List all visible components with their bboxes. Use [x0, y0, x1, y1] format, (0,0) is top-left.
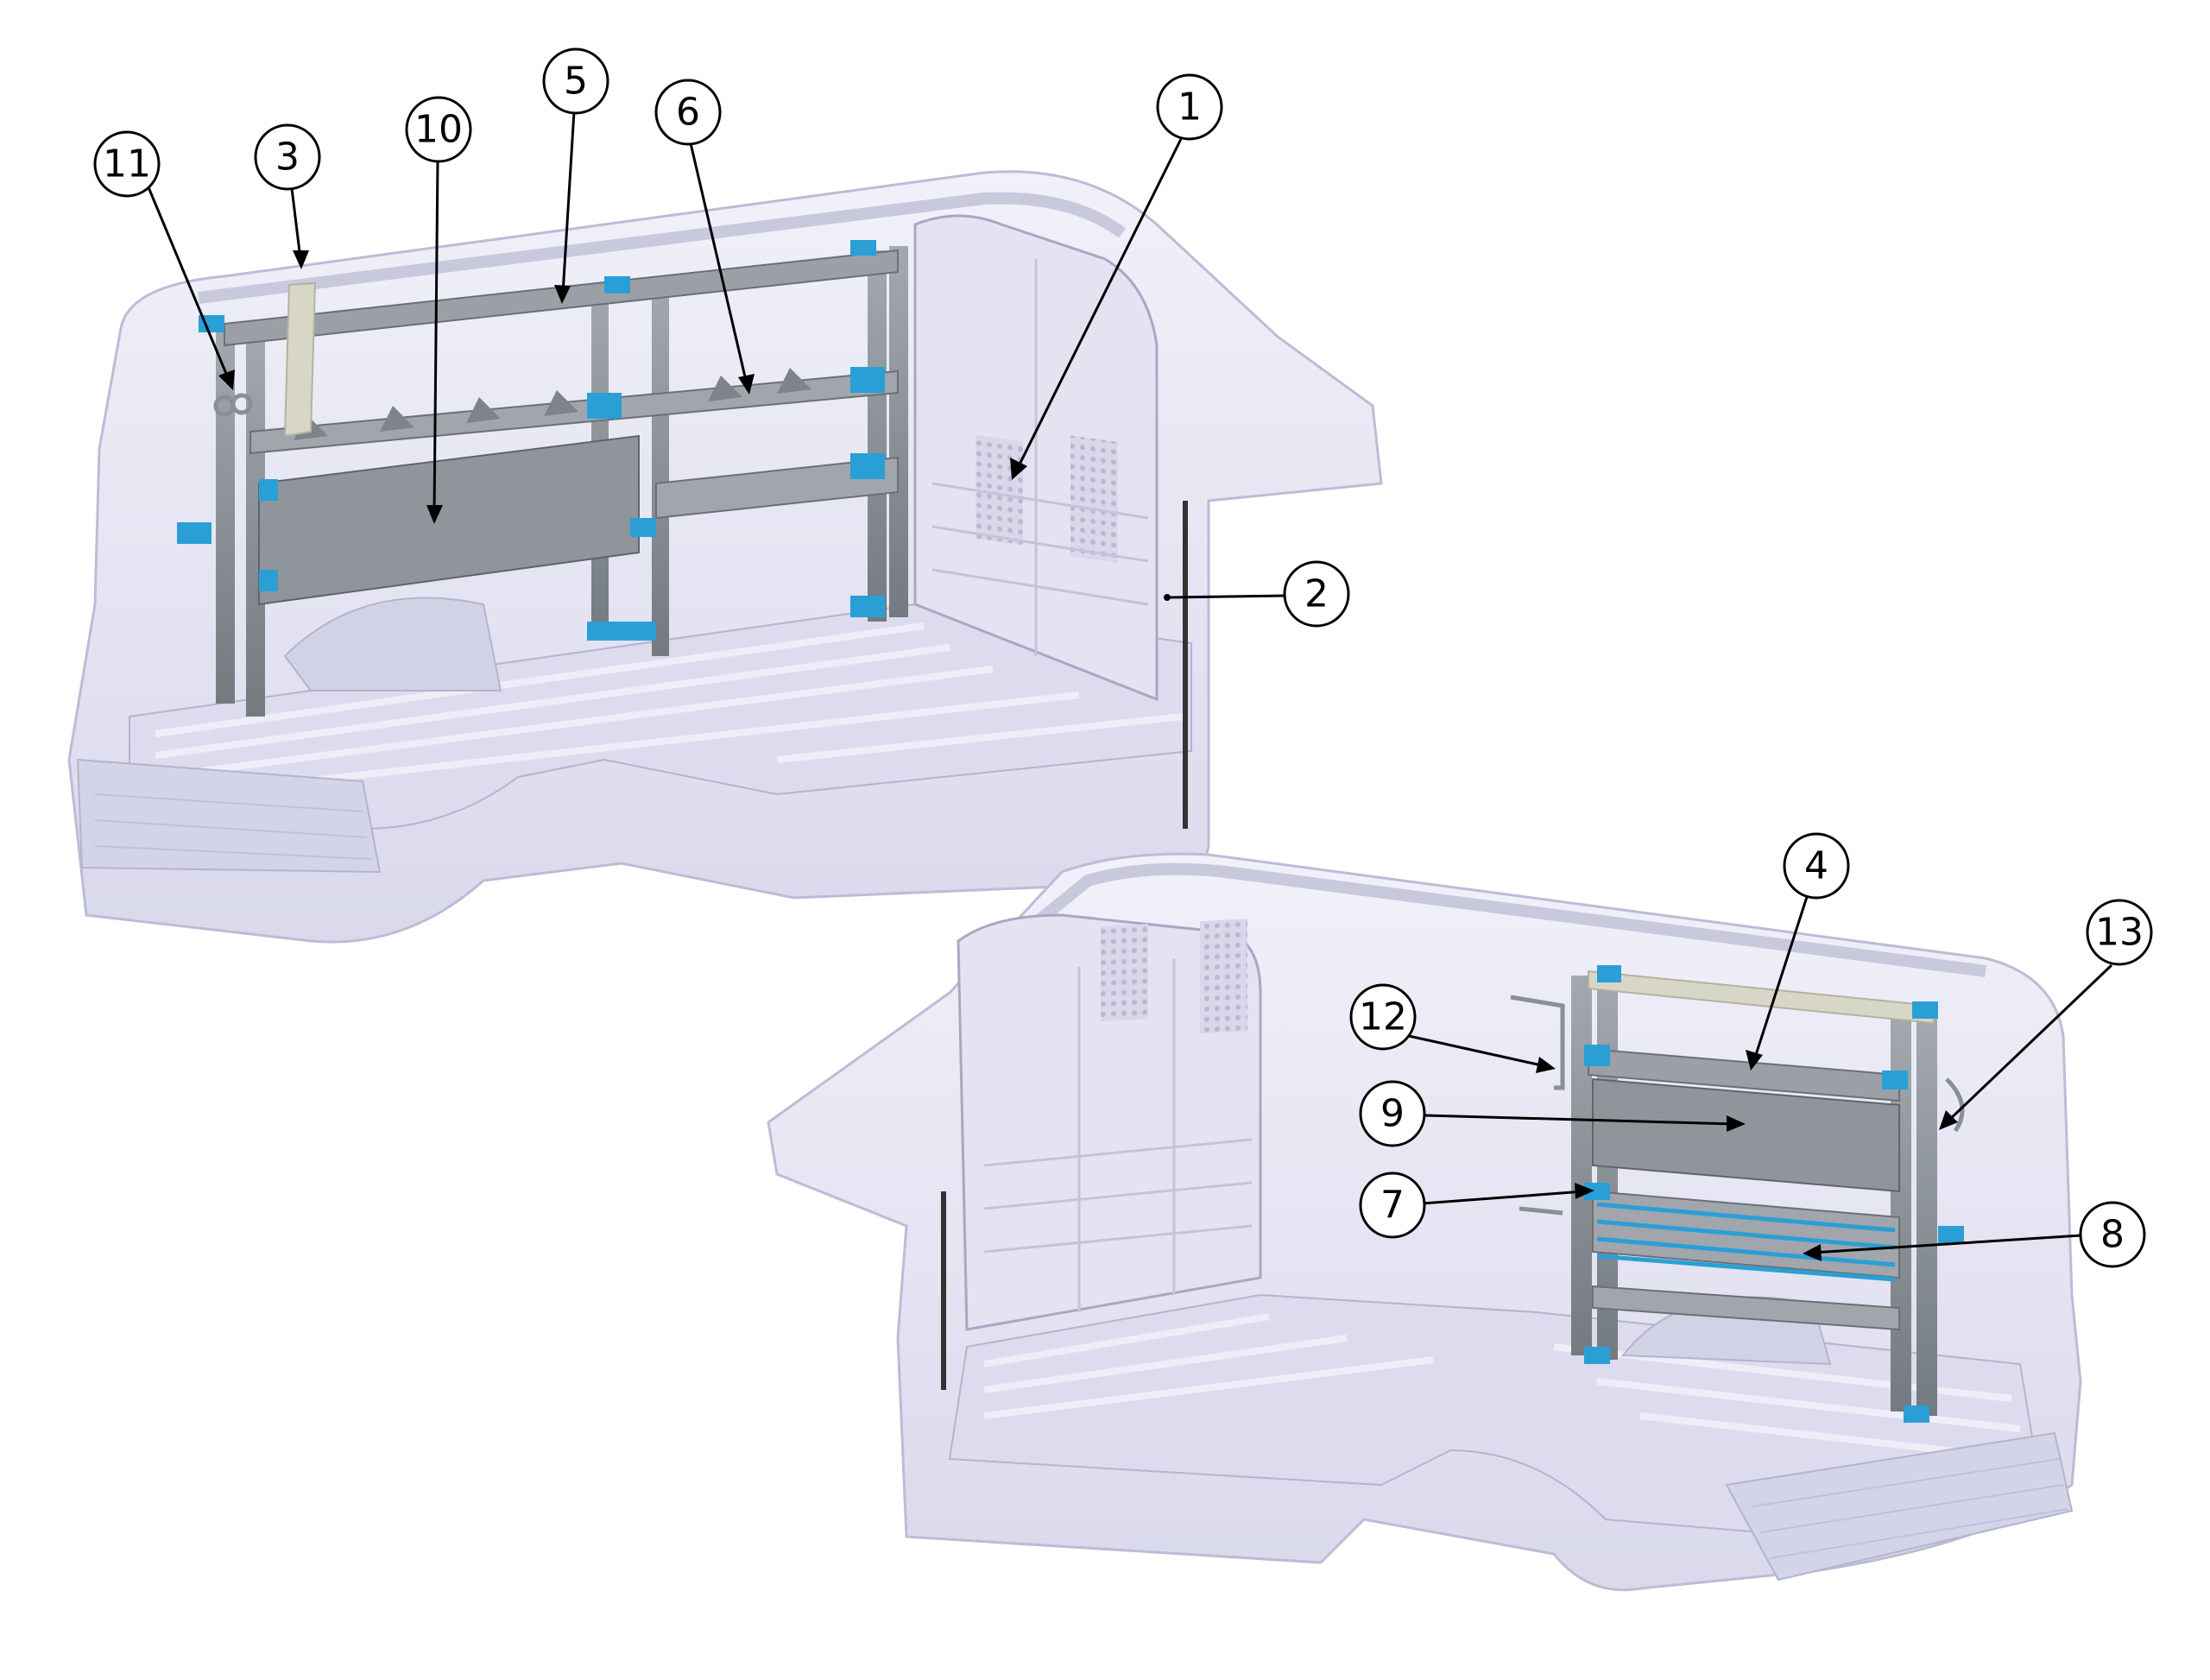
- svg-text:12: 12: [1359, 995, 1407, 1039]
- callout-5: 5: [542, 47, 609, 115]
- callout-8: 8: [2079, 1201, 2146, 1268]
- svg-text:9: 9: [1380, 1092, 1405, 1136]
- van-bottom-partition-mesh-left: [1101, 924, 1148, 1022]
- leader-lines: [147, 111, 2113, 1261]
- van-bottom-partition-seal: [941, 1191, 946, 1390]
- svg-text:11: 11: [103, 142, 151, 186]
- van-top-rear-step: [76, 758, 382, 874]
- callout-10: 10: [405, 96, 472, 163]
- callouts: 1 2 3 4 5 6 7 8: [93, 47, 2153, 1268]
- svg-text:10: 10: [414, 108, 463, 152]
- van-bottom-view: [767, 852, 2082, 1592]
- callout-1: 1: [1156, 73, 1223, 141]
- callout-7: 7: [1359, 1172, 1426, 1239]
- callout-6: 6: [654, 79, 722, 146]
- van-bottom-roof-rail: [988, 862, 1986, 977]
- svg-text:8: 8: [2100, 1213, 2125, 1257]
- van-top-partition-mesh-right: [1070, 435, 1118, 564]
- svg-text:1: 1: [1178, 85, 1202, 129]
- van-top-partition-seal: [1183, 501, 1188, 829]
- callout-13: 13: [2086, 899, 2153, 966]
- callout-9: 9: [1359, 1080, 1426, 1147]
- van-top-wheel-well: [283, 597, 502, 692]
- van-bottom-partition-mesh-right: [1200, 919, 1247, 1034]
- van-bottom-shelving: [1510, 965, 1965, 1423]
- van-top-roof-rail: [198, 192, 1127, 304]
- svg-text:4: 4: [1804, 844, 1828, 888]
- svg-text:3: 3: [275, 136, 300, 180]
- svg-text:13: 13: [2095, 911, 2144, 955]
- callout-11: 11: [93, 130, 161, 198]
- van-top-partition-mesh-left: [976, 434, 1023, 546]
- svg-text:2: 2: [1304, 572, 1329, 616]
- callout-4: 4: [1783, 832, 1850, 900]
- callout-2: 2: [1283, 560, 1350, 628]
- callout-12: 12: [1349, 983, 1417, 1051]
- svg-text:7: 7: [1380, 1184, 1405, 1228]
- svg-text:6: 6: [676, 91, 700, 135]
- callout-3: 3: [254, 123, 321, 191]
- svg-text:5: 5: [564, 60, 588, 104]
